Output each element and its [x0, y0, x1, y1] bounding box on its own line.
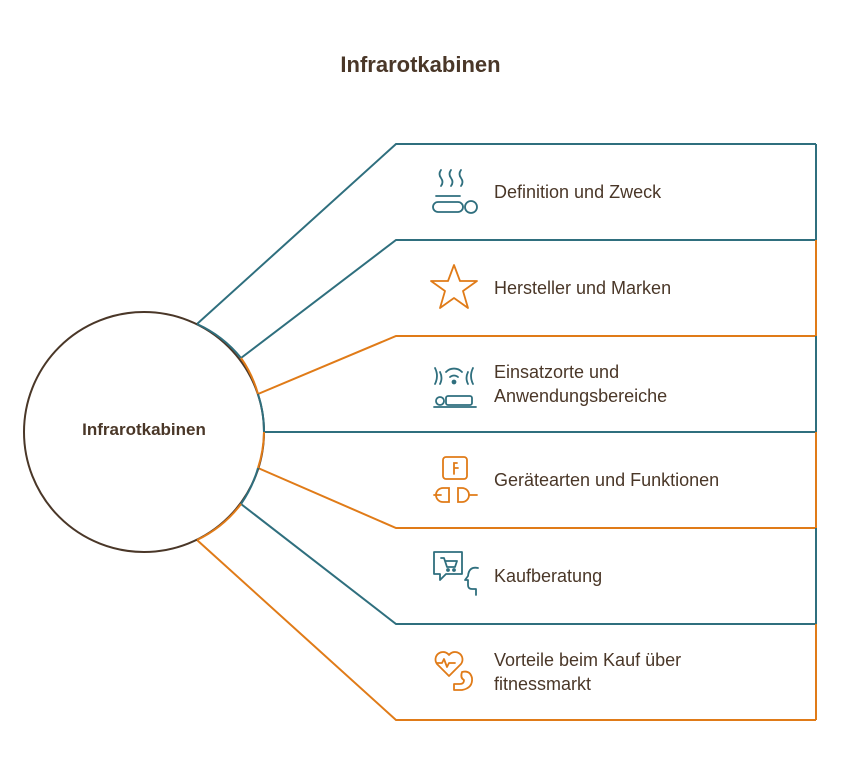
item-label-2: Hersteller und Marken [494, 278, 672, 298]
plug-icon [433, 456, 478, 503]
page-title: Infrarotkabinen [340, 52, 501, 77]
sauna-heat-icon [432, 169, 478, 214]
hub-arc-teal-bottom [240, 467, 259, 505]
connector-7 [196, 539, 816, 721]
hub-label: Infrarotkabinen [82, 420, 206, 439]
connector-5 [257, 467, 816, 529]
connector-1 [196, 143, 816, 325]
shopping-advice-icon [433, 551, 479, 596]
connector-2 [240, 239, 816, 359]
item-label-6: Vorteile beim Kauf über fitnessmarkt [494, 650, 682, 694]
star-icon [430, 264, 478, 309]
connector-3 [257, 335, 816, 395]
item-label-3: Einsatzorte und Anwendungsbereiche [494, 362, 668, 406]
hub-arc-teal-top [196, 323, 242, 359]
item-label-1: Definition und Zweck [494, 182, 662, 202]
wifi-sauna-icon [433, 367, 477, 408]
item-label-4: Gerätearten und Funktionen [494, 470, 720, 490]
item-label-5: Kaufberatung [494, 566, 603, 586]
heart-muscle-icon [434, 651, 473, 691]
hub-arc-orange-mid [257, 431, 265, 469]
hub-arc-orange-bottom [196, 503, 242, 541]
hub-arc-orange-top [240, 357, 259, 395]
connector-6 [240, 503, 816, 625]
hub-arc-teal-mid-a [257, 393, 266, 433]
